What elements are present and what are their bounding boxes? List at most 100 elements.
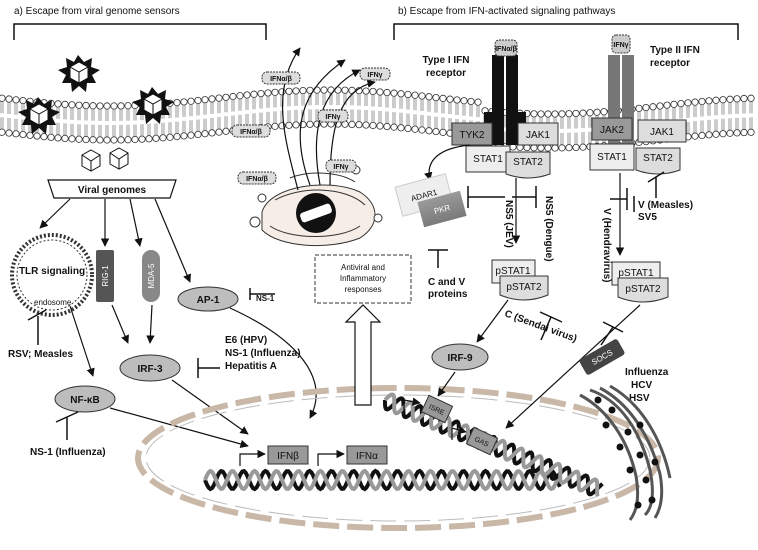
left-section-title: a) Escape from viral genome sensors bbox=[14, 6, 180, 17]
nuclear-envelope bbox=[135, 385, 661, 531]
ifn-ab-tag: IFNα/β bbox=[231, 124, 271, 138]
v-measles-label: V (Measles) bbox=[638, 200, 693, 211]
viral-genomes-label: Viral genomes bbox=[78, 185, 147, 196]
ifn-g-tag: IFNγ bbox=[317, 109, 349, 123]
svg-text:JAK1: JAK1 bbox=[526, 130, 550, 141]
rsv-measles-label: RSV; Measles bbox=[8, 349, 73, 360]
svg-text:IFNα/β: IFNα/β bbox=[270, 76, 293, 83]
pkr-protein: PKR bbox=[417, 190, 467, 228]
stat2-protein: STAT2 bbox=[635, 147, 681, 175]
mda5-label: MDA-5 bbox=[147, 263, 156, 288]
influenza-label: Influenza bbox=[625, 367, 669, 378]
ifn-ab-tag: IFNα/β bbox=[261, 71, 301, 85]
type2-receptor-label-1: Type II IFN bbox=[650, 45, 700, 56]
hcv-label: HCV bbox=[631, 380, 652, 391]
hsv-label: HSV bbox=[629, 393, 650, 404]
svg-text:pSTAT2: pSTAT2 bbox=[625, 284, 661, 295]
ifna-gene-label: IFNα bbox=[356, 451, 378, 462]
svg-text:IFNγ: IFNγ bbox=[325, 114, 340, 121]
ifna-gene bbox=[346, 445, 388, 465]
ifnb-gene-label: IFNβ bbox=[277, 451, 299, 462]
svg-text:IFNγ: IFNγ bbox=[613, 42, 628, 49]
svg-text:IFNα/β: IFNα/β bbox=[246, 176, 269, 183]
responses-box bbox=[314, 254, 412, 304]
jak1-kinase: JAK1 bbox=[517, 122, 559, 146]
virion-icon bbox=[18, 97, 60, 134]
pstat2-protein: pSTAT2 bbox=[617, 277, 669, 303]
svg-text:STAT2: STAT2 bbox=[513, 157, 543, 168]
svg-text:STAT2: STAT2 bbox=[643, 153, 673, 164]
irf9-label: IRF-9 bbox=[448, 353, 473, 364]
right-bracket bbox=[393, 23, 739, 40]
ifn-ab-tag: IFNα/β bbox=[237, 171, 277, 185]
responses-line2: Inflammatory bbox=[340, 274, 386, 283]
e6-hpv-label: E6 (HPV) bbox=[225, 335, 267, 346]
ap1-node bbox=[177, 286, 239, 312]
type1-receptor-label-2: receptor bbox=[426, 68, 466, 79]
endosome-label: endosome bbox=[34, 298, 72, 307]
ns5-jev-label: NS5 (JEV) bbox=[503, 200, 514, 248]
rig1-label: RIG-1 bbox=[101, 265, 110, 287]
irf3-node bbox=[119, 354, 181, 382]
irf3-label: IRF-3 bbox=[138, 364, 163, 375]
responses-line1: Antiviral and bbox=[341, 263, 385, 272]
capsid-icon bbox=[81, 149, 101, 172]
svg-text:IFNα/β: IFNα/β bbox=[240, 129, 263, 136]
svg-text:TYK2: TYK2 bbox=[459, 130, 484, 141]
socs-protein: SOCS bbox=[579, 339, 625, 375]
svg-text:STAT1: STAT1 bbox=[473, 154, 503, 165]
type1-receptor-label-1: Type I IFN bbox=[422, 55, 469, 66]
nfkb-label: NF-κB bbox=[70, 395, 99, 406]
gas-element bbox=[465, 426, 499, 456]
ifn-g-tag: IFNγ bbox=[325, 159, 357, 173]
ns1-ap1-label: NS-1 bbox=[256, 294, 275, 303]
tlr-signaling-label: TLR signaling bbox=[19, 266, 85, 277]
jak2-kinase: JAK2 bbox=[591, 117, 633, 141]
stat1-protein: STAT1 bbox=[589, 143, 635, 171]
svg-text:STAT1: STAT1 bbox=[597, 152, 627, 163]
left-bracket bbox=[13, 23, 267, 40]
svg-text:JAK2: JAK2 bbox=[600, 125, 624, 136]
endoplasmic-reticulum bbox=[579, 384, 672, 521]
ns1-nfkb-label: NS-1 (Influenza) bbox=[30, 447, 106, 458]
rig1-sensor bbox=[96, 250, 114, 302]
ifnb-gene bbox=[267, 445, 309, 465]
right-section-title: b) Escape from IFN-activated signaling p… bbox=[398, 6, 615, 17]
svg-text:PKR: PKR bbox=[433, 203, 451, 216]
irf9-node bbox=[431, 343, 489, 371]
stat1-protein: STAT1 bbox=[465, 145, 511, 173]
hepatitis-a-label: Hepatitis A bbox=[225, 361, 277, 372]
svg-text:IFNγ: IFNγ bbox=[333, 164, 348, 171]
virion-icon bbox=[132, 87, 174, 124]
transcription-output-arrow bbox=[344, 304, 382, 406]
pstat2-protein: pSTAT2 bbox=[499, 275, 549, 301]
responses-line3: responses bbox=[345, 285, 382, 294]
proteins-label: proteins bbox=[428, 289, 468, 300]
dna-helix bbox=[203, 468, 562, 492]
svg-text:pSTAT2: pSTAT2 bbox=[506, 282, 542, 293]
jak1-kinase: JAK1 bbox=[637, 119, 687, 143]
capsid-icon bbox=[109, 147, 129, 170]
ns5-dengue-label: NS5 (Dengue) bbox=[543, 196, 554, 262]
type1-ifn-receptor: IFNα/β bbox=[484, 39, 526, 145]
viral-genomes-box bbox=[47, 179, 177, 199]
mda5-sensor bbox=[142, 250, 160, 302]
v-hendravirus-label: V (Hendravirus) bbox=[601, 208, 612, 282]
c-and-v-label: C and V bbox=[428, 277, 466, 288]
sv5-label: SV5 bbox=[638, 212, 657, 223]
svg-text:pSTAT1: pSTAT1 bbox=[618, 268, 654, 279]
block-secretion-icon bbox=[296, 193, 336, 233]
svg-text:IFNα/β: IFNα/β bbox=[495, 46, 518, 53]
type2-receptor-label-2: receptor bbox=[650, 58, 690, 69]
endosome bbox=[10, 233, 94, 317]
isre-element bbox=[420, 394, 454, 424]
ns1-influenza-label: NS-1 (Influenza) bbox=[225, 348, 301, 359]
virion-icon bbox=[58, 55, 100, 92]
svg-text:IFNγ: IFNγ bbox=[367, 72, 382, 79]
stat2-protein: STAT2 bbox=[505, 151, 551, 179]
nfkb-node bbox=[54, 385, 116, 413]
svg-text:pSTAT1: pSTAT1 bbox=[495, 266, 531, 277]
ap1-label: AP-1 bbox=[197, 295, 220, 306]
ifn-g-tag: IFNγ bbox=[359, 67, 391, 81]
